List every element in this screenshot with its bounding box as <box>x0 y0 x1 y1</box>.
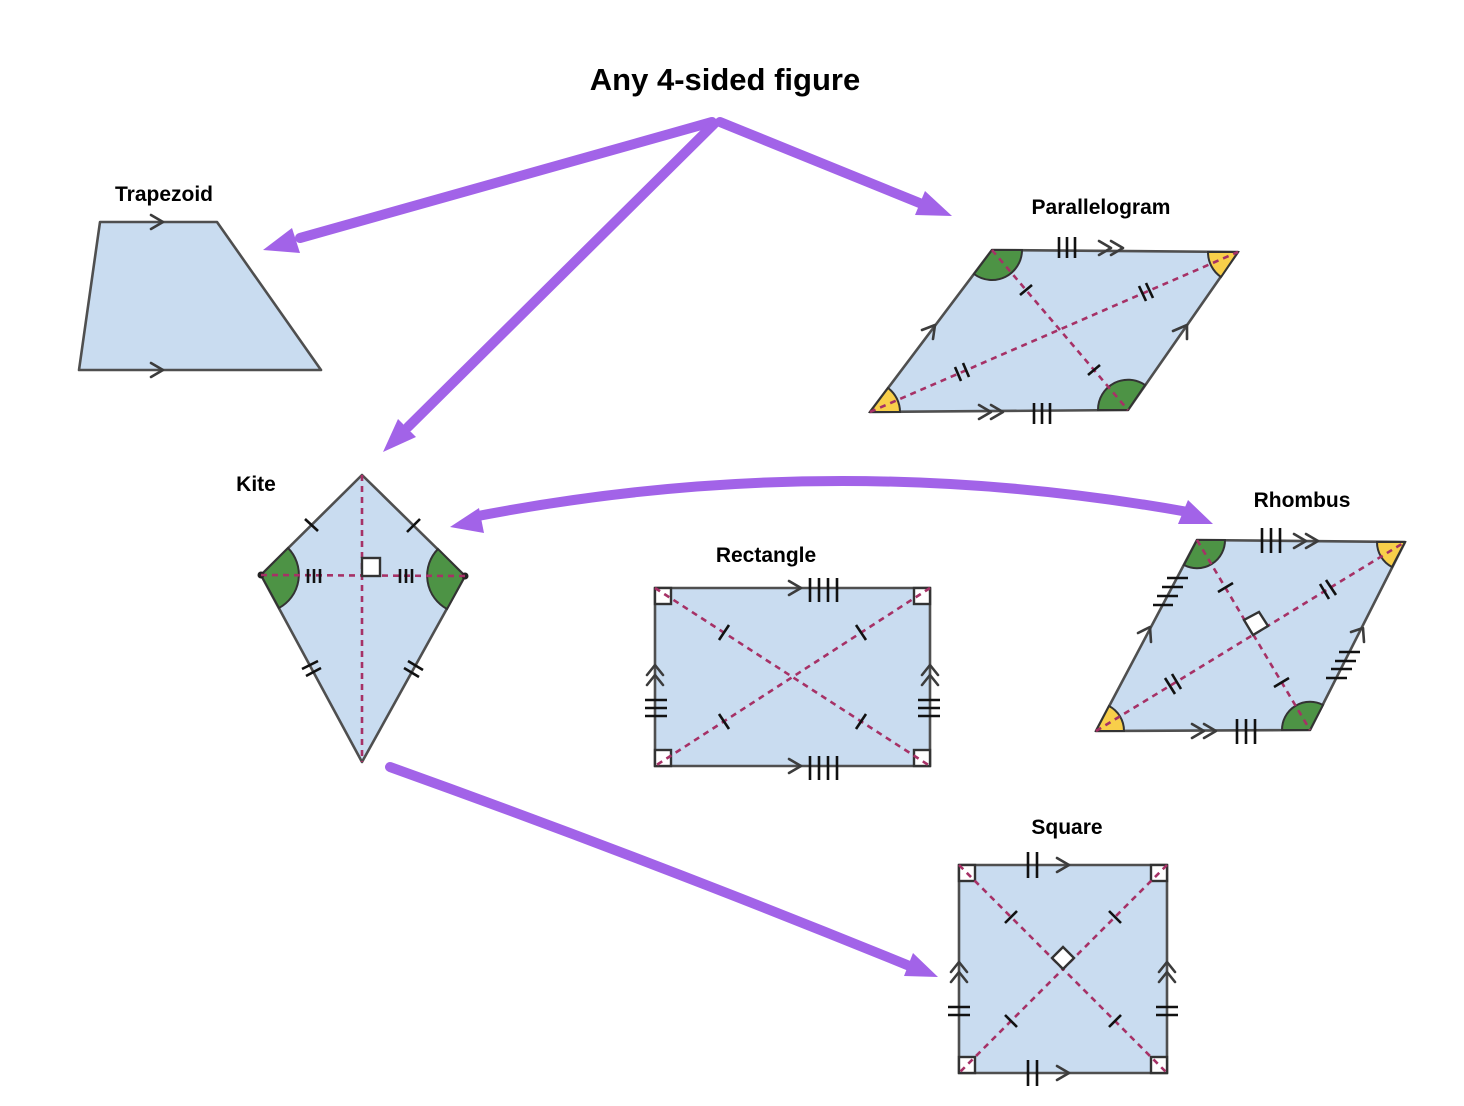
label-trapezoid: Trapezoid <box>114 183 214 206</box>
kite-diagonals <box>260 475 466 762</box>
kite-shape <box>257 473 469 764</box>
kite-side-marks <box>301 518 424 679</box>
hierarchy-arrows <box>263 117 1213 977</box>
arrow-any-to-kite <box>383 119 719 452</box>
rectangle-diagonals <box>654 586 931 768</box>
rhombus-diagonals <box>1095 539 1406 733</box>
label-parallelogram: Parallelogram <box>1031 196 1171 219</box>
rhombus-shape <box>1094 528 1407 744</box>
arrow-kite-to-square <box>385 762 938 977</box>
square-side-marks <box>948 852 1178 1086</box>
square-shape <box>948 852 1178 1086</box>
label-square: Square <box>1031 816 1103 839</box>
arrow-any-to-parallelogram <box>715 117 952 216</box>
trapezoid-shape <box>77 213 323 379</box>
rhombus-side-marks <box>1136 528 1366 744</box>
arrow-kite-rhombus-double <box>450 475 1213 533</box>
square-diagonals <box>958 864 1168 1074</box>
label-rectangle: Rectangle <box>715 544 817 567</box>
diagram-title: Any 4-sided figure <box>589 62 861 97</box>
rectangle-shape <box>645 578 940 780</box>
parallelogram-side-marks <box>920 237 1189 424</box>
parallelogram-shape <box>868 237 1240 424</box>
parallelogram-diagonals <box>869 249 1239 414</box>
arrow-any-to-trapezoid <box>263 117 717 253</box>
rectangle-side-marks <box>645 578 940 780</box>
label-kite: Kite <box>236 473 276 496</box>
label-rhombus: Rhombus <box>1253 489 1351 512</box>
